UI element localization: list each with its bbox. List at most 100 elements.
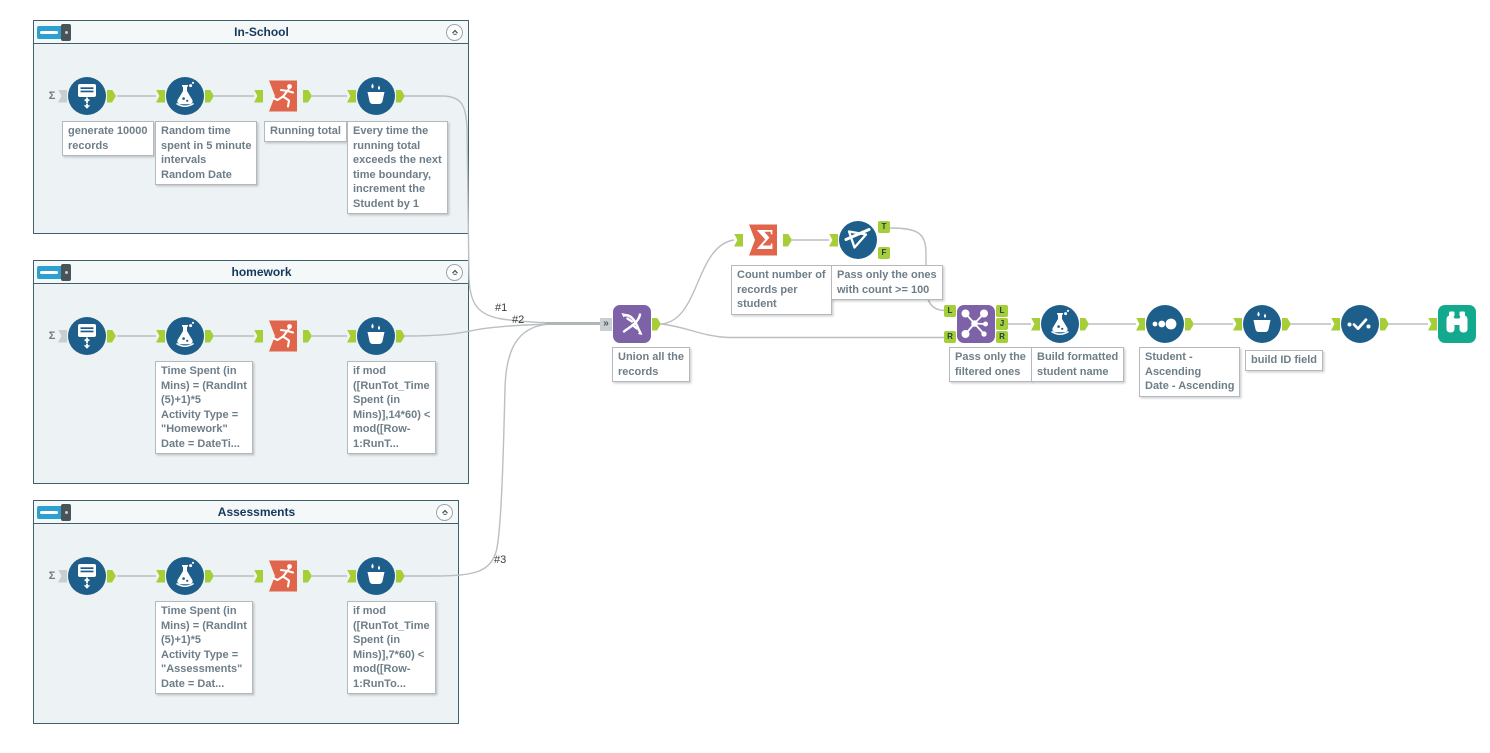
join-right-input-anchor[interactable]: R	[944, 331, 956, 343]
input-anchor[interactable]	[254, 569, 263, 583]
output-anchor[interactable]	[205, 329, 214, 343]
tool-annotation[interactable]: Random time spent in 5 minute intervals …	[155, 121, 258, 186]
input-anchor[interactable]	[1233, 317, 1242, 331]
tool-generate-rows[interactable]: Σ	[47, 557, 116, 595]
tool-running-total[interactable]	[254, 77, 312, 115]
input-anchor[interactable]	[347, 89, 356, 103]
summarize-icon	[744, 221, 782, 259]
output-anchor[interactable]	[303, 89, 312, 103]
container-assessments-header[interactable]: Assessments	[34, 501, 458, 524]
tool-filter[interactable]: T F	[829, 221, 890, 259]
collapse-button[interactable]	[436, 503, 453, 521]
tool-annotation[interactable]: build ID field	[1245, 350, 1323, 371]
input-anchor[interactable]	[156, 569, 165, 583]
tool-formula[interactable]	[156, 557, 214, 595]
collapse-button[interactable]	[446, 263, 463, 281]
tool-formula[interactable]	[1031, 305, 1089, 343]
tool-annotation[interactable]: Time Spent (in Mins) = (RandInt (5)+1)*5…	[155, 601, 253, 695]
tool-running-total[interactable]	[254, 317, 312, 355]
output-anchor[interactable]	[205, 569, 214, 583]
tool-sort[interactable]	[1136, 305, 1194, 343]
filter-icon	[839, 221, 877, 259]
output-anchor[interactable]	[107, 329, 116, 343]
tool-formula[interactable]	[156, 317, 214, 355]
container-enabled-toggle[interactable]	[37, 503, 77, 521]
output-anchor[interactable]	[205, 89, 214, 103]
output-anchor[interactable]	[107, 89, 116, 103]
tool-annotation[interactable]: Union all the records	[612, 347, 690, 383]
browse-icon	[1438, 305, 1476, 343]
container-title: Assessments	[217, 505, 296, 519]
join-right-output-anchor[interactable]: R	[996, 331, 1008, 343]
input-anchor[interactable]	[829, 233, 838, 247]
input-anchor[interactable]	[734, 233, 743, 247]
tool-formula[interactable]	[156, 77, 214, 115]
tool-generate-rows[interactable]: Σ	[47, 77, 116, 115]
input-anchor[interactable]	[254, 329, 263, 343]
toggle-track-icon	[37, 25, 65, 39]
filter-true-anchor[interactable]: T	[878, 221, 890, 233]
input-anchor[interactable]	[254, 89, 263, 103]
output-anchor[interactable]	[1080, 317, 1089, 331]
output-anchor[interactable]	[783, 233, 792, 247]
join-left-input-anchor[interactable]: L	[944, 305, 956, 317]
tool-annotation[interactable]: if mod ([RunTot_Time Spent (in Mins)],7*…	[347, 601, 436, 695]
tool-annotation[interactable]: Count number of records per student	[731, 265, 832, 315]
container-in-school-header[interactable]: In-School	[34, 21, 468, 44]
container-homework-header[interactable]: homework	[34, 261, 468, 284]
tool-generate-rows[interactable]: Σ	[47, 317, 116, 355]
output-anchor[interactable]	[1282, 317, 1291, 331]
output-anchor[interactable]	[303, 329, 312, 343]
tool-annotation[interactable]: Pass only the ones with count >= 100	[831, 265, 943, 301]
container-title: In-School	[234, 25, 289, 39]
input-anchor[interactable]	[156, 329, 165, 343]
tool-browse[interactable]	[1428, 305, 1476, 343]
input-anchor[interactable]	[1136, 317, 1145, 331]
tool-union[interactable]: »	[600, 305, 661, 343]
tool-multi-row-formula[interactable]	[347, 317, 405, 355]
optional-input-anchor[interactable]	[58, 89, 67, 103]
formula-icon	[166, 557, 204, 595]
input-anchor[interactable]	[1031, 317, 1040, 331]
tool-annotation[interactable]: Pass only the filtered ones	[949, 347, 1032, 383]
join-left-output-anchor[interactable]: L	[996, 305, 1008, 317]
output-anchor[interactable]	[107, 569, 116, 583]
output-anchor[interactable]	[652, 317, 661, 331]
input-anchor[interactable]	[347, 569, 356, 583]
output-anchor[interactable]	[396, 569, 405, 583]
output-anchor[interactable]	[1380, 317, 1389, 331]
optional-input-anchor[interactable]	[58, 569, 67, 583]
generate-rows-icon	[68, 77, 106, 115]
running-total-icon	[264, 317, 302, 355]
tool-running-total[interactable]	[254, 557, 312, 595]
input-anchor[interactable]	[1428, 317, 1437, 331]
tool-annotation[interactable]: Student - Ascending Date - Ascending	[1139, 347, 1241, 397]
tool-annotation[interactable]: Build formatted student name	[1031, 347, 1125, 383]
tool-multi-row-formula[interactable]	[347, 557, 405, 595]
tool-annotation[interactable]: Time Spent (in Mins) = (RandInt (5)+1)*5…	[155, 361, 253, 455]
connection-label-2: #2	[512, 314, 525, 326]
output-anchor[interactable]	[396, 89, 405, 103]
optional-input-anchor[interactable]	[58, 329, 67, 343]
tool-multi-row-formula[interactable]	[1233, 305, 1291, 343]
input-anchor[interactable]	[1331, 317, 1340, 331]
tool-multi-row-formula[interactable]	[347, 77, 405, 115]
output-anchor[interactable]	[396, 329, 405, 343]
tool-summarize[interactable]	[734, 221, 792, 259]
input-anchor[interactable]	[156, 89, 165, 103]
collapse-button[interactable]	[446, 23, 463, 41]
tool-select[interactable]	[1331, 305, 1389, 343]
join-join-output-anchor[interactable]: J	[996, 318, 1008, 330]
container-enabled-toggle[interactable]	[37, 23, 77, 41]
union-multi-input-anchor[interactable]: »	[600, 317, 612, 331]
output-anchor[interactable]	[1185, 317, 1194, 331]
container-enabled-toggle[interactable]	[37, 263, 77, 281]
output-anchor[interactable]	[303, 569, 312, 583]
tool-join[interactable]: L R L J R	[944, 305, 1008, 343]
tool-annotation[interactable]: generate 10000 records	[62, 121, 154, 157]
filter-false-anchor[interactable]: F	[878, 247, 890, 259]
tool-annotation[interactable]: Every time the running total exceeds the…	[347, 121, 448, 215]
input-anchor[interactable]	[347, 329, 356, 343]
tool-annotation[interactable]: Running total	[264, 121, 347, 142]
tool-annotation[interactable]: if mod ([RunTot_Time Spent (in Mins)],14…	[347, 361, 437, 455]
